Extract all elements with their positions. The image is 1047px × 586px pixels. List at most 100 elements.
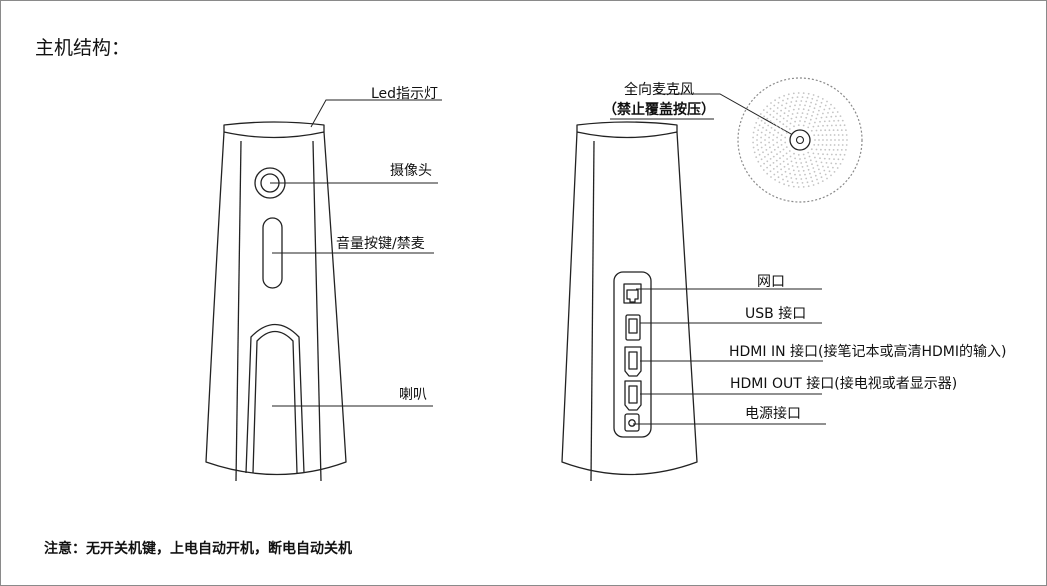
mic-grille-dot <box>832 149 835 151</box>
mic-grille-dot <box>776 171 779 173</box>
mic-grille-dot <box>780 139 782 141</box>
mic-grille-dot <box>794 173 796 176</box>
mic-grille-dot <box>782 123 785 126</box>
mic-grille-dot <box>766 117 769 120</box>
mic-grille-dot <box>826 153 829 156</box>
mic-grille-dot <box>807 185 810 188</box>
mic-grille-dot <box>817 182 820 185</box>
mic-grille-dot <box>794 104 796 107</box>
mic-grille-dot <box>777 176 780 179</box>
mic-grille-dot <box>816 164 819 167</box>
back-body <box>561 131 698 476</box>
mic-grille-dot <box>841 119 844 122</box>
mic-grille-dot <box>781 173 783 176</box>
mic-grille-dot <box>776 112 778 115</box>
mic-grille-dot <box>797 186 800 188</box>
mic-grille-dot <box>837 144 840 146</box>
mic-grille-dot <box>787 163 789 166</box>
usb-port-shape <box>625 314 641 341</box>
mic-grille-dot <box>830 139 832 141</box>
mic-grille-dot <box>825 116 828 118</box>
mic-grille-dot <box>795 116 798 119</box>
mic-grille-dot <box>769 170 772 173</box>
mic-grille-dot <box>796 166 799 168</box>
mic-grille-dot <box>824 129 827 132</box>
mic-grille-dot <box>791 165 794 167</box>
mic-grille-dot <box>768 136 770 139</box>
mic-grille-dot <box>830 124 833 127</box>
mic-grille-dot <box>814 156 816 159</box>
mic-grille-dot <box>810 129 813 132</box>
mic-grille-dot <box>770 176 772 178</box>
mic-grille-dot <box>822 124 824 127</box>
mic-grille-dot <box>766 105 769 108</box>
mic-grille-dot <box>785 146 788 149</box>
mic-grille-dot <box>812 184 815 186</box>
mic-grille-dot <box>833 134 836 136</box>
mic-grille-dot <box>808 155 811 158</box>
mic-grille-dot <box>829 134 832 136</box>
power-port-shape <box>624 413 640 432</box>
mic-grille-dot <box>822 139 824 141</box>
mic-grille-dot <box>769 113 772 116</box>
mic-grille-dot <box>757 149 760 151</box>
led-indicator-label: Led指示灯 <box>371 86 439 102</box>
mic-grille-dot <box>810 148 813 151</box>
mic-grille-dot <box>823 169 826 172</box>
mic-grille-dot <box>766 172 769 175</box>
mic-grille-dot <box>793 152 795 155</box>
mic-grille-dot <box>813 170 816 173</box>
mic-grille-dot <box>773 104 776 107</box>
mic-grille-dot <box>806 96 809 99</box>
mic-grille-dot <box>814 103 817 106</box>
mic-grille-dot <box>816 99 818 102</box>
mic-grille-dot <box>833 120 835 122</box>
mic-grille-dot <box>753 126 756 129</box>
mic-grille-dot <box>783 165 786 168</box>
volume-mute-button-label: 音量按键/禁麦 <box>336 236 425 252</box>
mic-grille-dot <box>846 139 848 141</box>
mic-grille-dot <box>813 144 816 146</box>
mic-grille-dot <box>791 96 794 99</box>
mic-grille-dot <box>835 162 837 165</box>
front-panel-right-edge <box>312 140 322 482</box>
mic-grille-dot <box>845 144 848 146</box>
mic-grille-dot <box>769 164 772 167</box>
mic-grille-dot <box>772 155 775 158</box>
mic-grille-dot <box>769 146 771 149</box>
mic-grille-dot <box>783 112 786 115</box>
microphone-top-view <box>737 77 863 203</box>
mic-grille-dot <box>770 126 773 129</box>
mic-grille-dot <box>834 139 836 141</box>
mic-grille-dot <box>839 153 842 156</box>
network-port-label: 网口 <box>757 274 785 290</box>
mic-grille-dot <box>786 180 789 183</box>
back-panel-left-edge <box>590 140 595 482</box>
mic-grille-dot <box>824 173 827 176</box>
mic-grille-dot <box>823 108 826 111</box>
mic-grille-dot <box>765 149 768 151</box>
mic-grille-dot <box>774 178 776 181</box>
mic-grille-dot <box>807 109 810 112</box>
mic-grille-dot <box>770 151 773 154</box>
mic-grille-dot <box>812 167 815 169</box>
hdmi-out-port-label: HDMI OUT 接口(接电视或者显示器) <box>730 376 958 392</box>
mic-grille-dot <box>806 165 809 167</box>
mic-grille-dot <box>794 157 796 160</box>
mic-grille-dot <box>835 153 837 156</box>
mic-grille-dot <box>756 144 759 146</box>
mic-grille-dot <box>792 92 795 95</box>
mic-grille-dot <box>772 122 775 125</box>
mic-grille-dot <box>843 124 846 127</box>
mic-grille-dot <box>841 144 844 146</box>
mic-grille-dot <box>840 149 843 151</box>
mic-grille-dot <box>782 129 785 132</box>
mic-grille-dot <box>804 104 806 107</box>
mic-grille-dot <box>787 114 789 117</box>
mic-grille-dot <box>799 174 801 176</box>
mic-grille-dot <box>810 176 812 179</box>
mic-grille-dot <box>819 120 821 123</box>
mic-grille-dot <box>769 120 772 122</box>
mic-grille-dot <box>758 124 761 127</box>
